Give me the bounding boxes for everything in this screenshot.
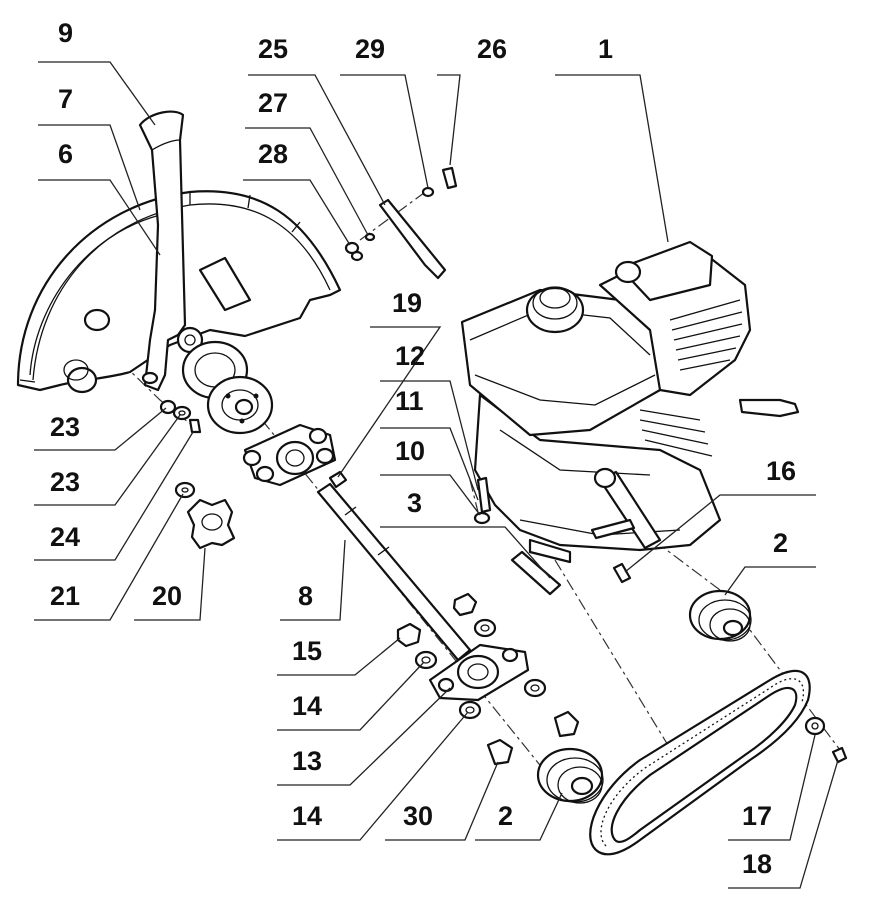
- callout-14a: 14: [292, 691, 322, 721]
- callout-17: 17: [742, 801, 772, 831]
- callout-24: 24: [50, 522, 80, 552]
- callout-3: 3: [407, 488, 422, 518]
- callout-7: 7: [58, 84, 73, 114]
- callout-9: 9: [58, 18, 73, 48]
- callout-21: 21: [50, 581, 80, 611]
- v-belt-icon: [589, 669, 811, 856]
- shaft-icon: [316, 470, 472, 662]
- callout-13: 13: [292, 746, 322, 776]
- callout-27: 27: [258, 88, 288, 118]
- lower-bearing-icon: [396, 592, 580, 766]
- callout-labels: 9 7 6 25 29 26 1 27 28 19 12 11 10 3 16 …: [50, 18, 796, 879]
- leader-lines: [34, 61, 839, 889]
- guard-handle-icon: [138, 110, 187, 392]
- star-knob-icon: [186, 498, 236, 550]
- top-fasteners-icon: [344, 166, 458, 280]
- callout-14b: 14: [292, 801, 322, 831]
- flange-assembly-icon: [176, 326, 274, 435]
- washers-icon: [159, 399, 202, 499]
- callout-12: 12: [395, 341, 425, 371]
- callout-10: 10: [395, 436, 425, 466]
- pulley-icon: [536, 589, 752, 804]
- callout-28: 28: [258, 139, 288, 169]
- callout-6: 6: [58, 139, 73, 169]
- bearing-block-icon: [242, 423, 337, 487]
- callout-23b: 23: [50, 467, 80, 497]
- callout-19: 19: [392, 288, 422, 318]
- callout-2a: 2: [773, 528, 788, 558]
- engine-icon: [460, 240, 800, 564]
- callout-20: 20: [152, 581, 182, 611]
- callout-11: 11: [395, 386, 424, 416]
- callout-29: 29: [355, 34, 385, 64]
- callout-23a: 23: [50, 412, 80, 442]
- callout-2b: 2: [498, 801, 513, 831]
- callout-30: 30: [403, 801, 433, 831]
- callout-25: 25: [258, 34, 288, 64]
- callout-16: 16: [766, 456, 796, 486]
- callout-1: 1: [598, 34, 613, 64]
- callout-8: 8: [298, 581, 313, 611]
- callout-18: 18: [742, 849, 772, 879]
- small-fasteners-icon: [510, 550, 848, 764]
- callout-26: 26: [477, 34, 507, 64]
- callout-15: 15: [292, 636, 322, 666]
